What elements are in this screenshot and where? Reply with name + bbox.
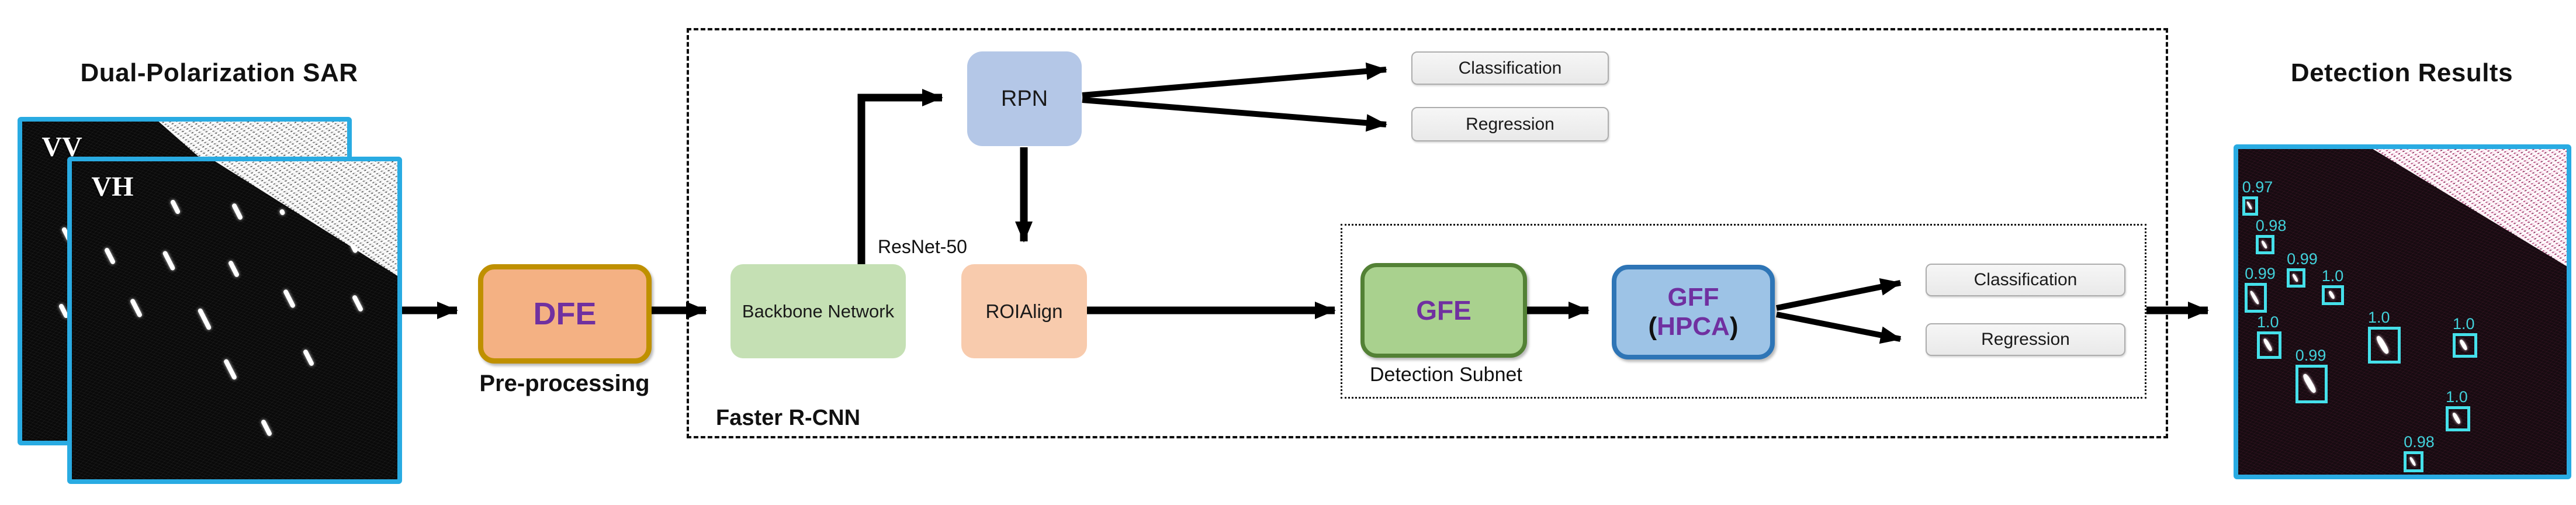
vh-sar-image: VH	[67, 157, 402, 484]
detection-bounding-box	[2452, 333, 2478, 358]
rpn-box: RPN	[967, 51, 1082, 146]
detection-bounding-box	[2242, 196, 2258, 216]
detection-bounding-box	[2321, 285, 2344, 305]
rpn-regression-label: Regression	[1466, 114, 1554, 134]
rpn-regression-box: Regression	[1411, 107, 1609, 141]
detection-score-label: 1.0	[2367, 308, 2390, 326]
detection-score-label: 1.0	[2321, 267, 2344, 285]
detection-score-label: 1.0	[2446, 388, 2468, 406]
arrow-rpn-to-regression	[1082, 97, 1387, 132]
gff-open-paren: (	[1648, 312, 1657, 341]
backbone-network-box: Backbone Network	[730, 264, 906, 358]
detection-bounding-box	[2295, 364, 2328, 403]
faster-rcnn-label: Faster R-CNN	[716, 406, 861, 430]
subnet-classification-label: Classification	[1973, 270, 2078, 289]
gff-hpca-line: (HPCA)	[1649, 312, 1739, 341]
subnet-classification-box: Classification	[1926, 264, 2125, 296]
arrow-gff-to-regression	[1776, 312, 1902, 344]
detected-ship-streak	[2260, 240, 2268, 249]
gff-hpca-box: GFF (HPCA)	[1612, 265, 1775, 359]
rpn-classification-box: Classification	[1411, 51, 1609, 85]
detection-score-label: 1.0	[2452, 315, 2475, 333]
detected-ship-streak	[2262, 337, 2273, 352]
detection-score-label: 0.99	[2245, 264, 2276, 282]
detection-subnet-label: Detection Subnet	[1370, 364, 1522, 386]
gff-label: GFF	[1667, 283, 1719, 312]
detection-bounding-box	[2255, 235, 2274, 254]
gff-hpca-label: HPCA	[1657, 312, 1730, 341]
detection-score-label: 0.98	[2404, 433, 2435, 451]
detection-bounding-box	[2257, 331, 2282, 359]
detection-bounding-box	[2245, 282, 2267, 313]
resnet50-annotation: ResNet-50	[878, 236, 967, 257]
detected-ship-streak	[2328, 290, 2336, 300]
detection-bounding-box	[2287, 268, 2306, 288]
detected-ship-streak	[2374, 334, 2390, 355]
detection-score-label: 0.97	[2242, 178, 2273, 196]
detection-score-label: 0.98	[2255, 216, 2287, 234]
detected-ship-streak	[2459, 338, 2468, 352]
subnet-regression-box: Regression	[1926, 323, 2125, 356]
dual-polarization-sar-title: Dual-Polarization SAR	[80, 58, 358, 87]
gfe-label: GFE	[1416, 295, 1471, 326]
detection-results-title: Detection Results	[2290, 58, 2513, 87]
detection-subnet-container	[1341, 224, 2146, 399]
detected-ship-streak	[2249, 289, 2260, 305]
detection-score-label: 1.0	[2257, 313, 2279, 331]
dfe-box: DFE	[478, 264, 652, 364]
gff-close-paren: )	[1729, 312, 1739, 341]
subnet-regression-label: Regression	[1981, 330, 2070, 349]
gfe-box: GFE	[1360, 263, 1527, 358]
detected-ship-streak	[2246, 201, 2253, 210]
vh-polarization-label: VH	[91, 171, 134, 203]
arrow-gff-to-classification	[1776, 278, 1902, 311]
preprocessing-caption: Pre-processing	[479, 371, 650, 396]
faster-rcnn-container	[687, 28, 2168, 438]
detected-ship-streak	[2301, 372, 2318, 394]
detected-ship-streak	[2452, 411, 2462, 425]
backbone-network-label: Backbone Network	[742, 300, 895, 321]
rpn-classification-label: Classification	[1458, 58, 1562, 78]
dfe-box-label: DFE	[533, 296, 597, 331]
detection-bounding-box	[2446, 406, 2471, 431]
detected-ship-streak	[2291, 273, 2299, 282]
detected-ship-streak	[2408, 456, 2416, 467]
detection-bounding-box	[2367, 327, 2401, 364]
arrow-backbone-to-rpn	[857, 89, 943, 265]
rpn-label: RPN	[1000, 86, 1048, 111]
arrow-rpn-to-classification	[1082, 62, 1387, 98]
detection-score-label: 0.99	[2287, 250, 2318, 268]
roialign-box: ROIAlign	[961, 264, 1087, 358]
detection-bounding-box	[2404, 451, 2423, 473]
roialign-label: ROIAlign	[985, 300, 1063, 322]
detection-score-label: 0.99	[2295, 346, 2326, 364]
